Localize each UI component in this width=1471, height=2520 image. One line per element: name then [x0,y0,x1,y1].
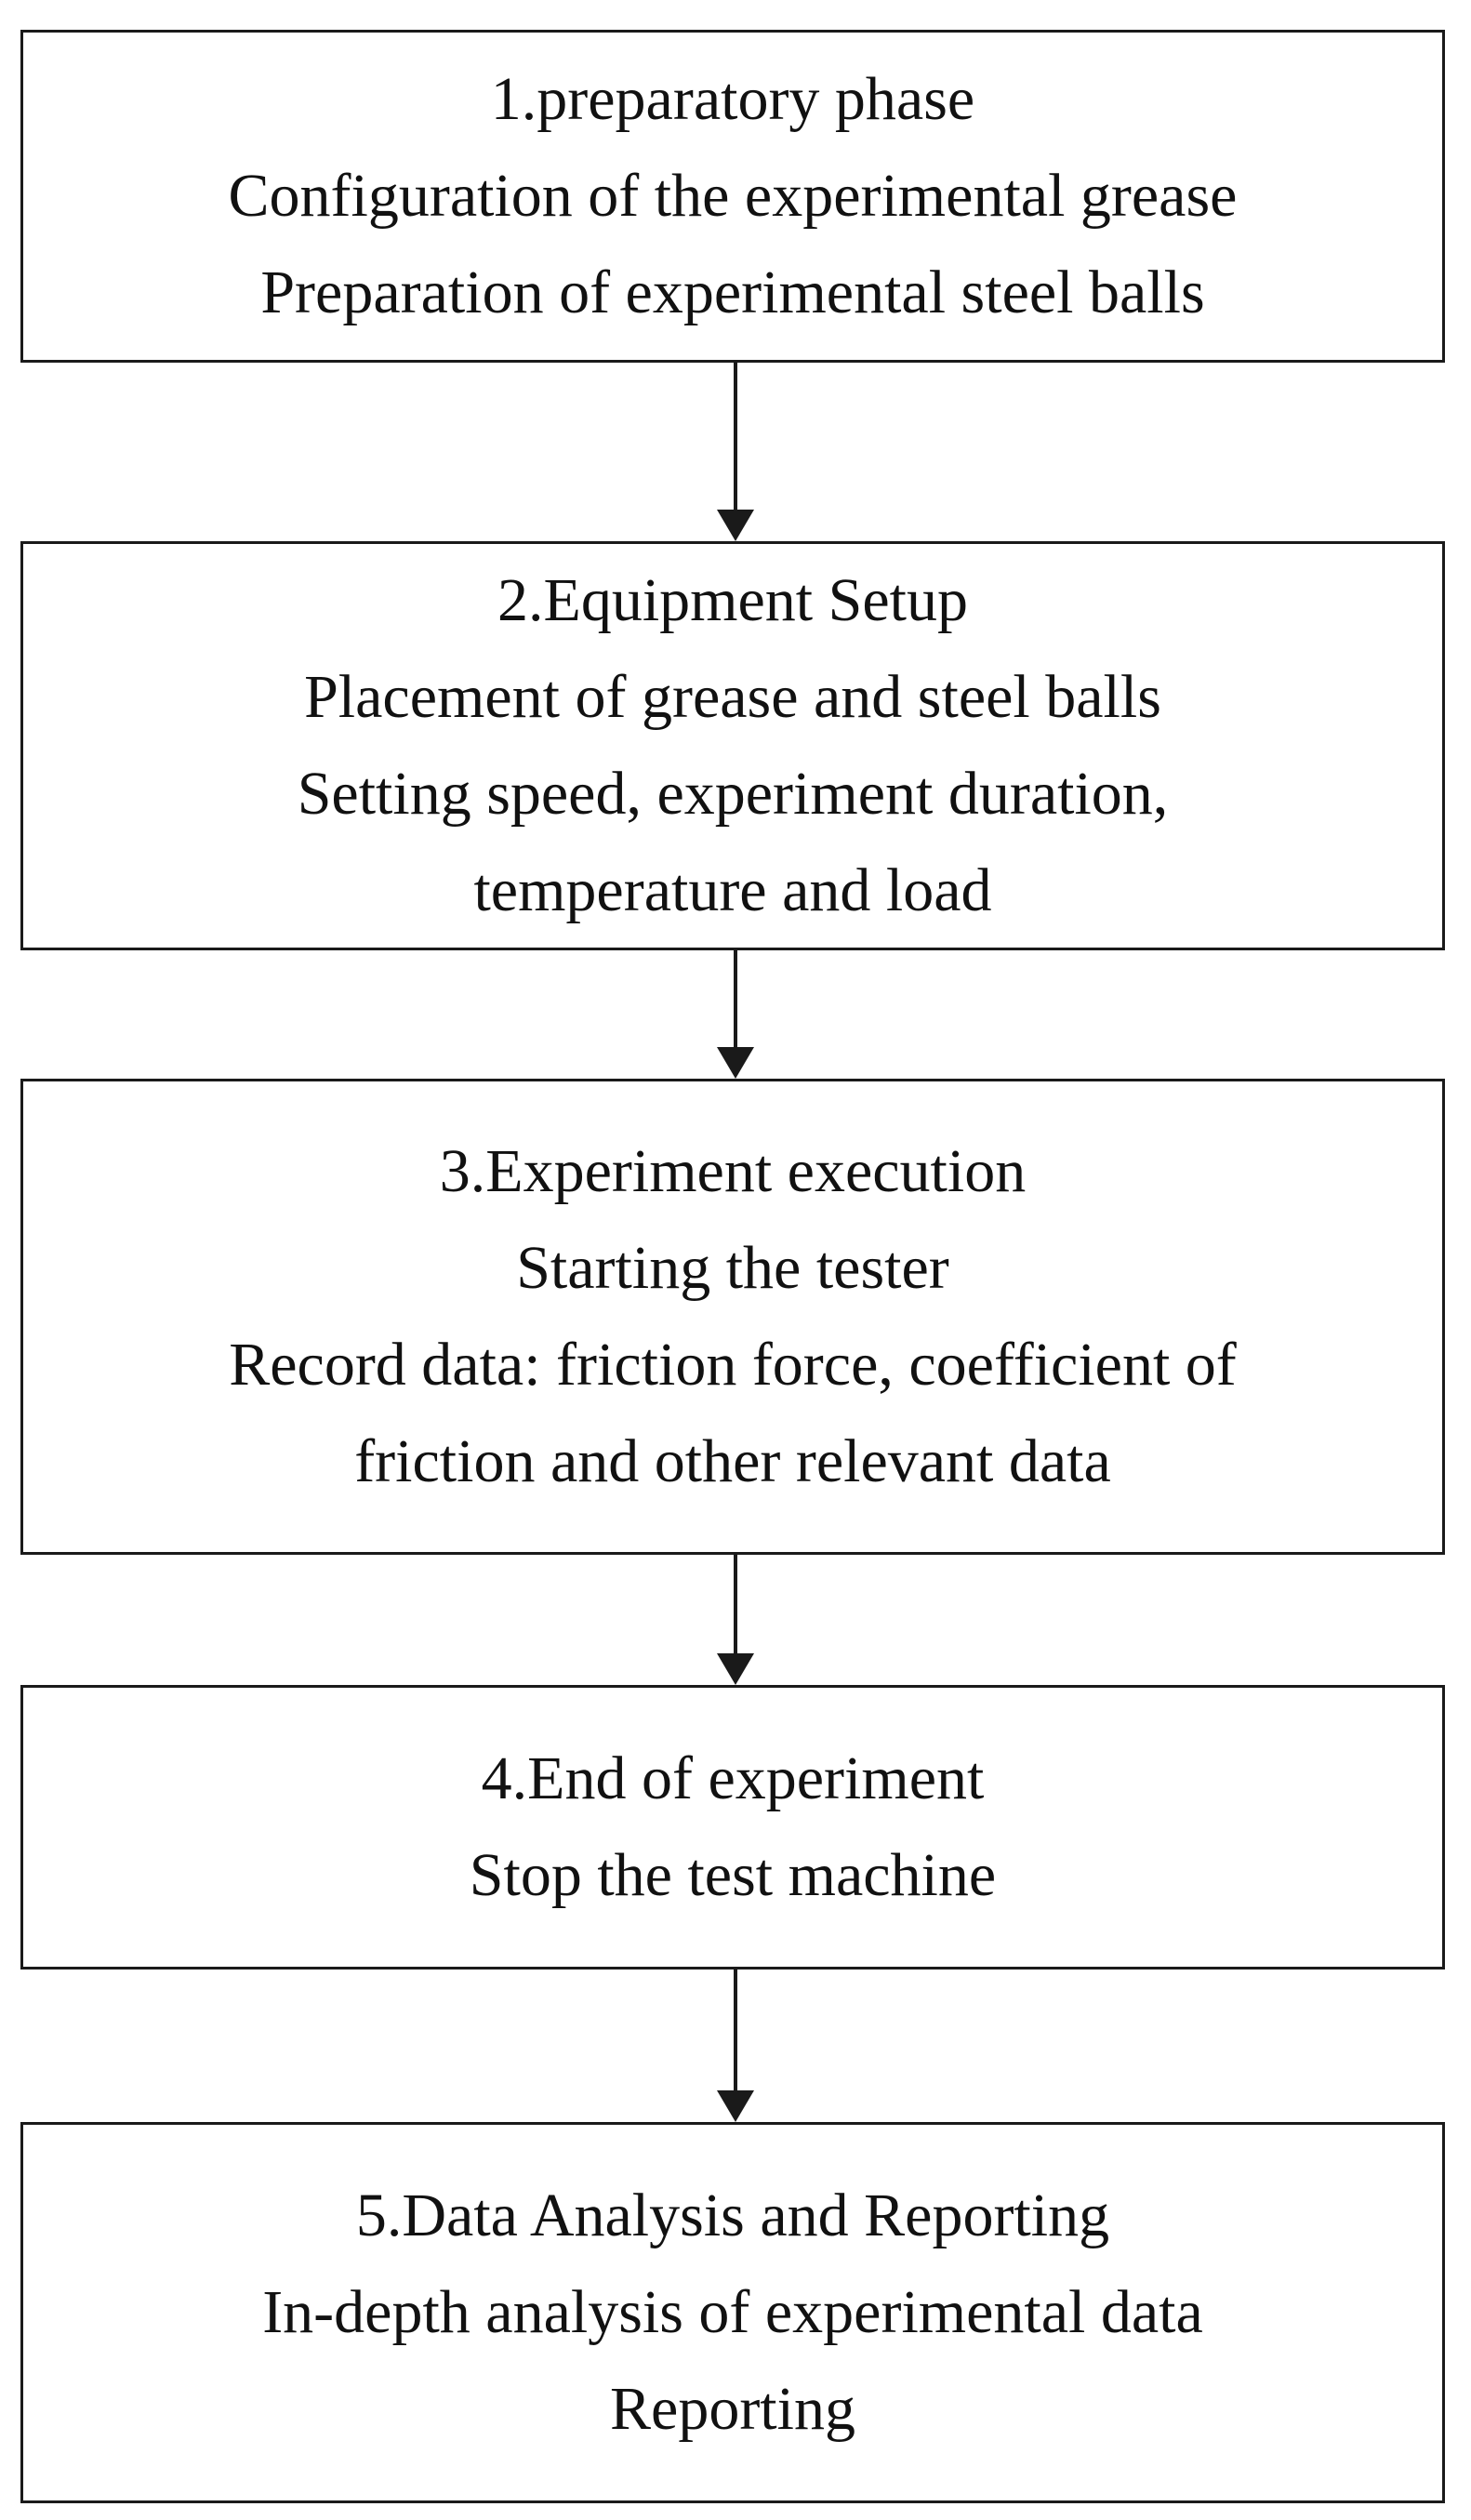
arrow-head [717,2090,754,2122]
step-2-line-2: Placement of grease and steel balls [304,663,1161,731]
step-1-box: 1.preparatory phase Configuration of the… [20,30,1445,363]
step-4-box: 4.End of experiment Stop the test machin… [20,1685,1445,1970]
arrow-down-icon [717,1970,754,2122]
arrow-down-icon [717,950,754,1079]
step-1-title: 1.preparatory phase [490,65,975,133]
arrow-head [717,510,754,541]
step-5-title: 5.Data Analysis and Reporting [355,2182,1110,2249]
step-5-line-3: Reporting [610,2375,855,2443]
step-3-line-3: Record data: friction force, coefficient… [229,1331,1237,1399]
step-3-line-4: friction and other relevant data [354,1427,1111,1495]
step-3-title: 3.Experiment execution [439,1137,1027,1205]
arrow-down-icon [717,363,754,541]
step-4-line-2: Stop the test machine [469,1841,997,1909]
step-2-line-3: Setting speed, experiment duration, [297,760,1169,828]
step-3-line-2: Starting the tester [516,1234,949,1302]
arrow-head [717,1047,754,1079]
step-4-title: 4.End of experiment [481,1744,985,1812]
step-5-line-2: In-depth analysis of experimental data [262,2278,1203,2346]
arrow-down-icon [717,1555,754,1685]
arrow-shaft [734,363,737,511]
step-1-line-3: Preparation of experimental steel balls [260,259,1205,326]
arrow-shaft [734,1555,737,1655]
arrow-head [717,1653,754,1685]
step-5-box: 5.Data Analysis and Reporting In-depth a… [20,2122,1445,2503]
step-2-box: 2.Equipment Setup Placement of grease an… [20,541,1445,950]
step-2-title: 2.Equipment Setup [497,566,968,634]
arrow-shaft [734,1970,737,2092]
arrow-shaft [734,950,737,1049]
step-1-line-2: Configuration of the experimental grease [228,162,1238,230]
step-2-line-4: temperature and load [473,856,992,924]
step-3-box: 3.Experiment execution Starting the test… [20,1079,1445,1555]
